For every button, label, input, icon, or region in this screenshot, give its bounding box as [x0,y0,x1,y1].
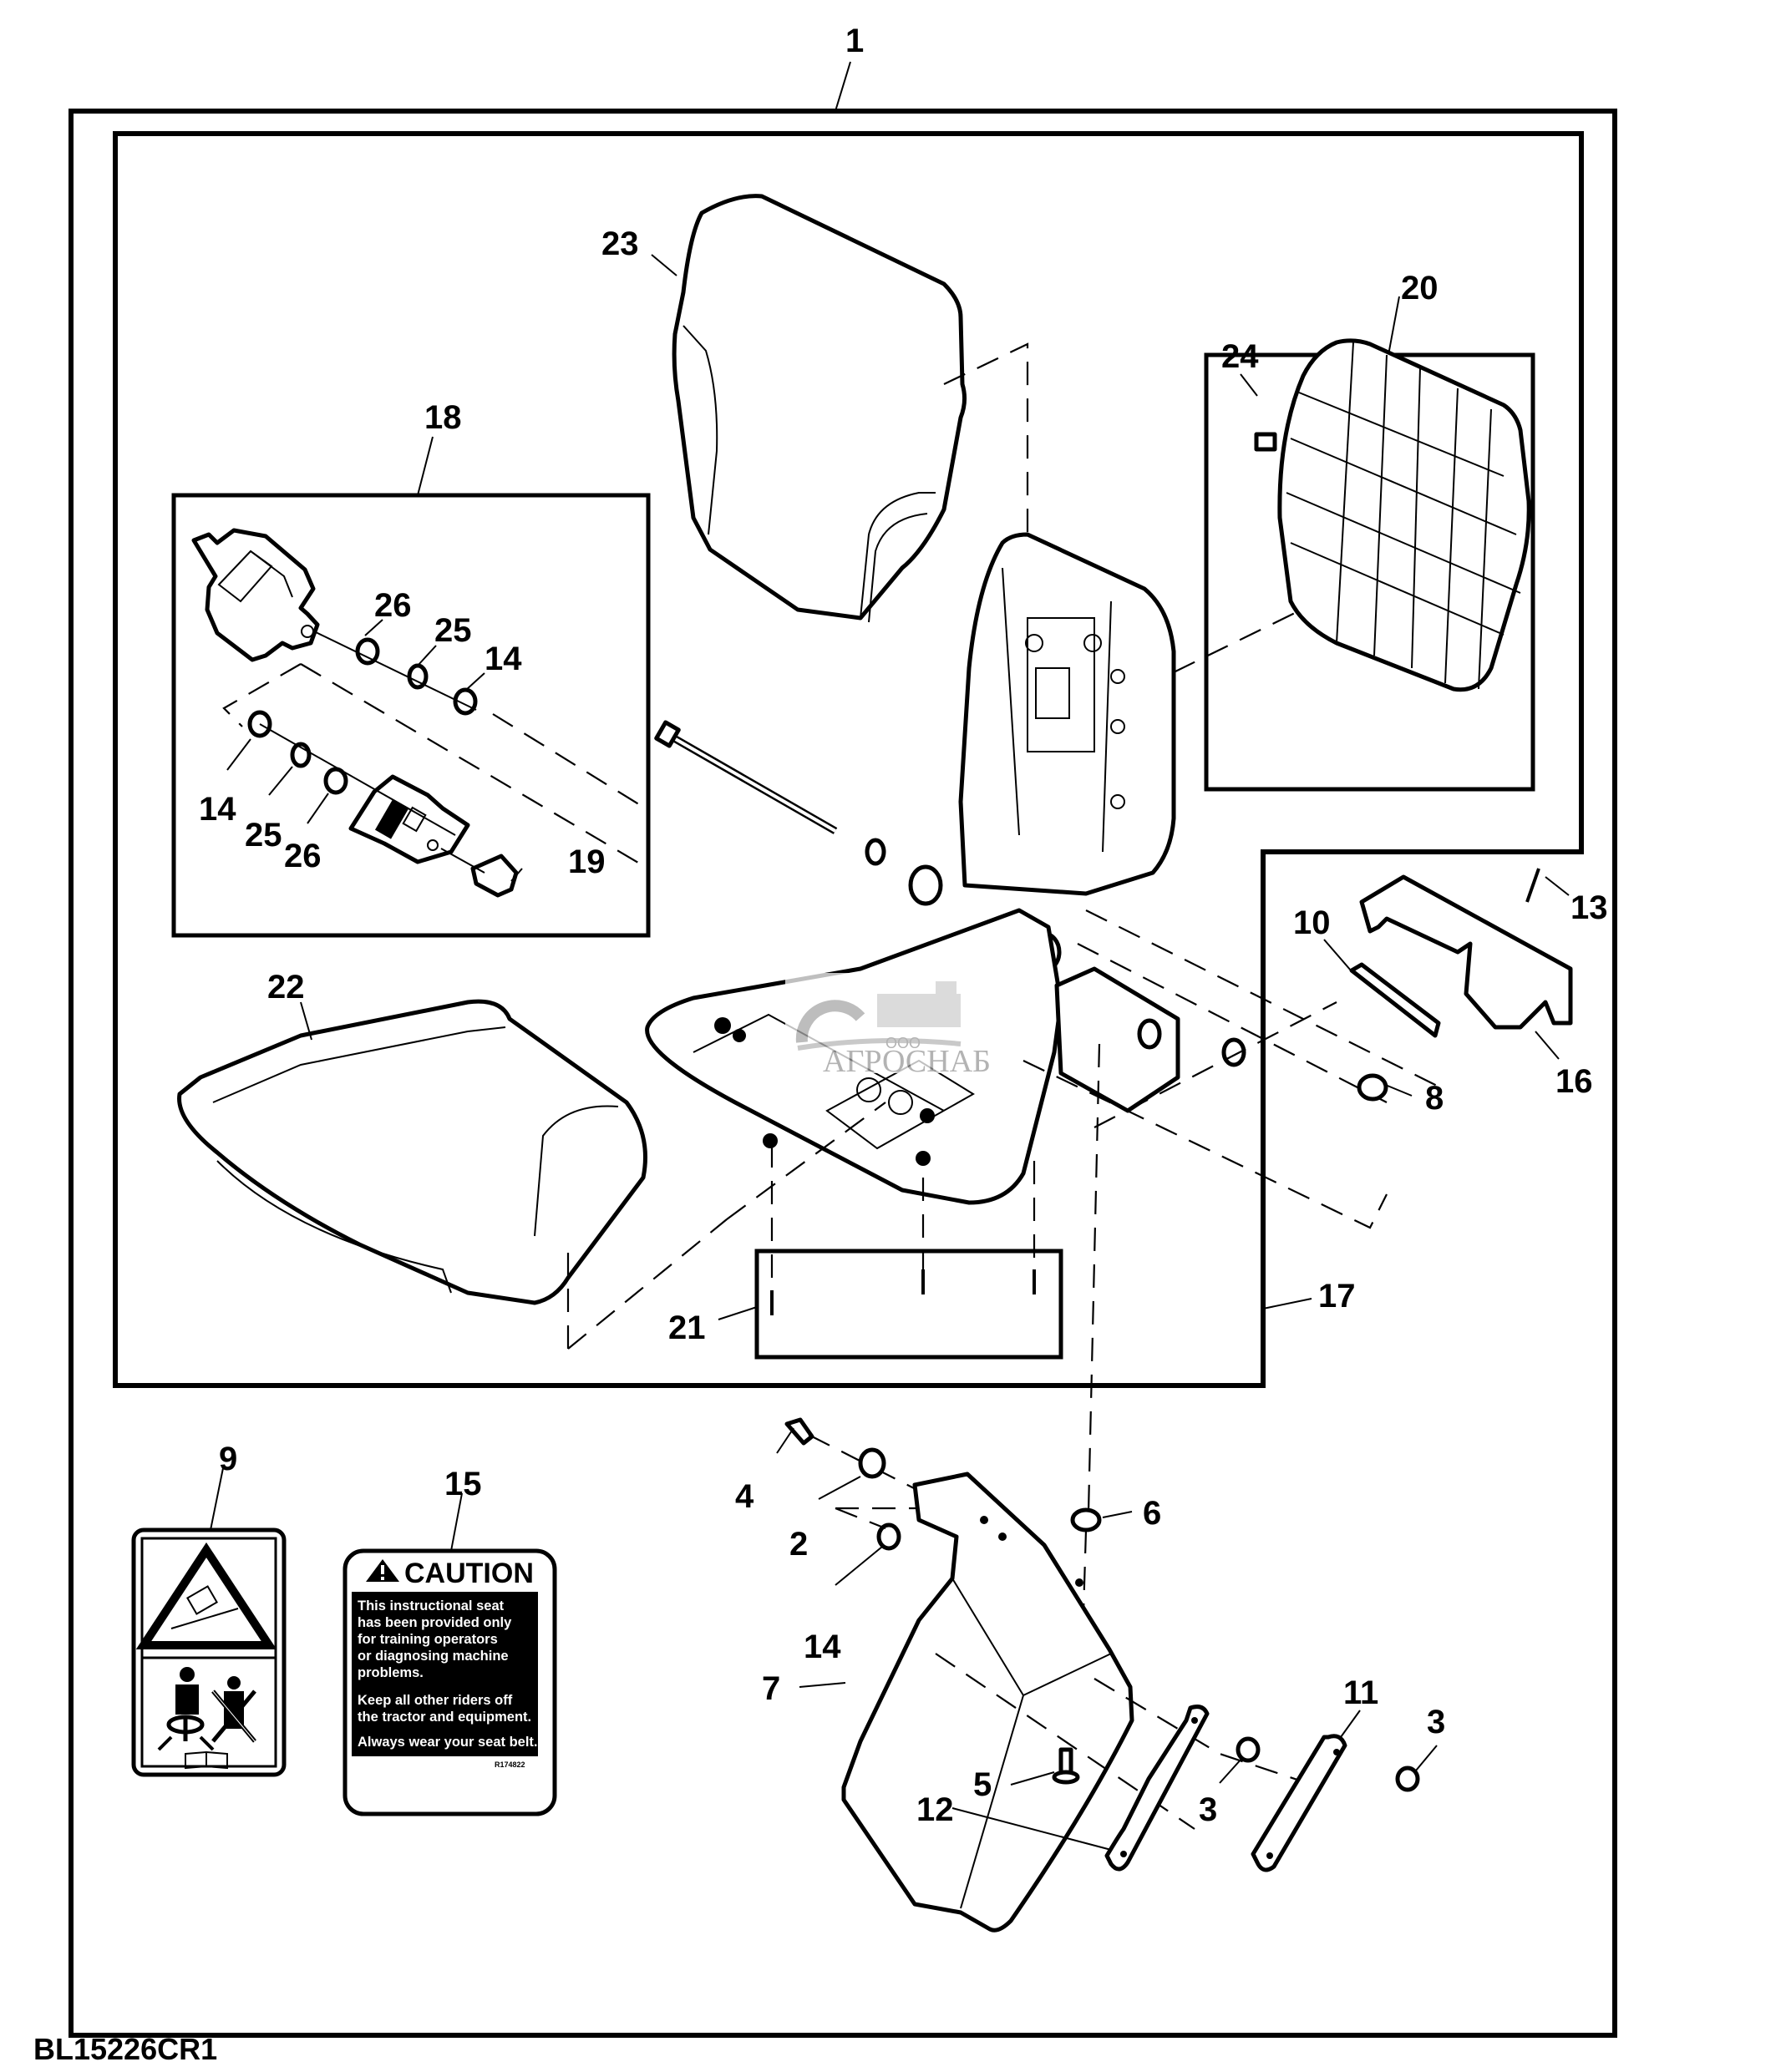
callout-1: 1 [845,23,864,59]
clip-24 [1254,432,1277,452]
callout-9: 9 [219,1441,237,1477]
seat-cushion [177,999,647,1305]
no-rider-icon [211,1676,256,1743]
leader-1 [835,61,851,112]
nut-8 [1357,1073,1388,1102]
combine-harvester-icon [877,981,961,1027]
callout-25-upper: 25 [434,612,472,649]
safety-decal [131,1527,287,1777]
caution-line-2: has been provided only [358,1615,512,1630]
callout-22: 22 [267,969,305,1006]
caution-line-10: Always wear your seat belt. [358,1735,538,1750]
callout-6: 6 [1143,1495,1161,1532]
caution-line-7: Keep all other riders off [358,1693,513,1708]
pivot-bracket [1054,966,1180,1113]
callout-13: 13 [1570,889,1608,926]
figure-id: BL15226CR1 [33,2032,217,2066]
callout-14-upper: 14 [485,641,522,677]
caution-line-4: or diagnosing machine [358,1649,509,1664]
washer-2 [858,1447,886,1479]
nut-14-bracket [876,1522,901,1551]
back-panel-grid [1277,338,1531,692]
callout-14-bracket: 14 [804,1629,841,1665]
single-operator-seat-icon [157,1667,215,1751]
bolt-19 [470,854,519,898]
callout-21: 21 [668,1310,706,1346]
gear-logo-icon [795,1000,962,1051]
callout-26-lower: 26 [284,838,322,874]
callout-19: 19 [568,843,606,880]
callout-20: 20 [1401,270,1439,306]
callout-18: 18 [424,399,462,436]
seat-belt-retractor [191,528,320,662]
watermark: ООО АГРОСНАБ [785,973,991,1079]
caution-part-number: R174822 [495,1760,525,1769]
pivot-rod [654,720,838,834]
screws-21-frame [754,1249,1063,1360]
nut-3-left [1236,1736,1261,1763]
callout-2: 2 [789,1526,808,1563]
nut-3-right [1395,1766,1420,1792]
rollover-warning-triangle-icon [135,1542,277,1649]
callout-25-lower: 25 [245,817,282,854]
callout-3-right: 3 [1427,1704,1445,1740]
callout-23: 23 [601,225,639,262]
leader-18 [417,436,434,496]
caution-line-8: the tractor and equipment. [358,1710,531,1725]
callout-12: 12 [916,1791,954,1828]
callout-26-upper: 26 [374,587,412,624]
back-cushion [672,194,967,623]
seat-belt-kit-frame [171,493,651,938]
assembly-outer-frame [69,109,1617,2038]
spacer-26-upper [355,637,380,666]
caution-line-1: This instructional seat [358,1598,505,1614]
callout-14-lower: 14 [199,791,236,828]
plate-11 [1251,1734,1347,1872]
bolt-5 [1052,1747,1080,1785]
callout-4: 4 [735,1478,754,1515]
caution-warning-icon [366,1559,399,1582]
strip-10 [1349,962,1441,1038]
caution-decal: CAUTION This instructional seat has been… [343,1548,557,1816]
callout-11: 11 [1343,1674,1378,1711]
caution-line-3: for training operators [358,1632,498,1647]
mounting-bracket [841,1472,1134,1933]
callout-8: 8 [1425,1080,1444,1117]
cover-16 [1359,874,1573,1030]
spacer-26-lower [323,767,348,795]
caution-title: CAUTION [404,1558,534,1589]
seat-back-frame [958,532,1176,896]
caution-line-5: problems. [358,1665,424,1680]
callout-24: 24 [1221,338,1259,375]
callout-15: 15 [444,1466,482,1502]
callout-5: 5 [973,1766,992,1803]
callout-16: 16 [1555,1063,1593,1100]
callout-10: 10 [1293,904,1331,941]
seat-subassembly-frame [113,131,1584,1388]
washer-6 [1070,1507,1102,1532]
callout-3-left: 3 [1199,1791,1217,1828]
seat-belt-buckle [348,774,470,864]
plate-12 [1104,1705,1210,1872]
svg-text:ООО: ООО [885,1035,921,1051]
callout-17: 17 [1318,1278,1356,1315]
rivet-13 [1525,868,1540,903]
svg-text:АГРОСНАБ: АГРОСНАБ [823,1044,991,1079]
operator-manual-icon [185,1750,228,1770]
pivot-washer [865,838,886,866]
callout-7: 7 [762,1670,780,1707]
